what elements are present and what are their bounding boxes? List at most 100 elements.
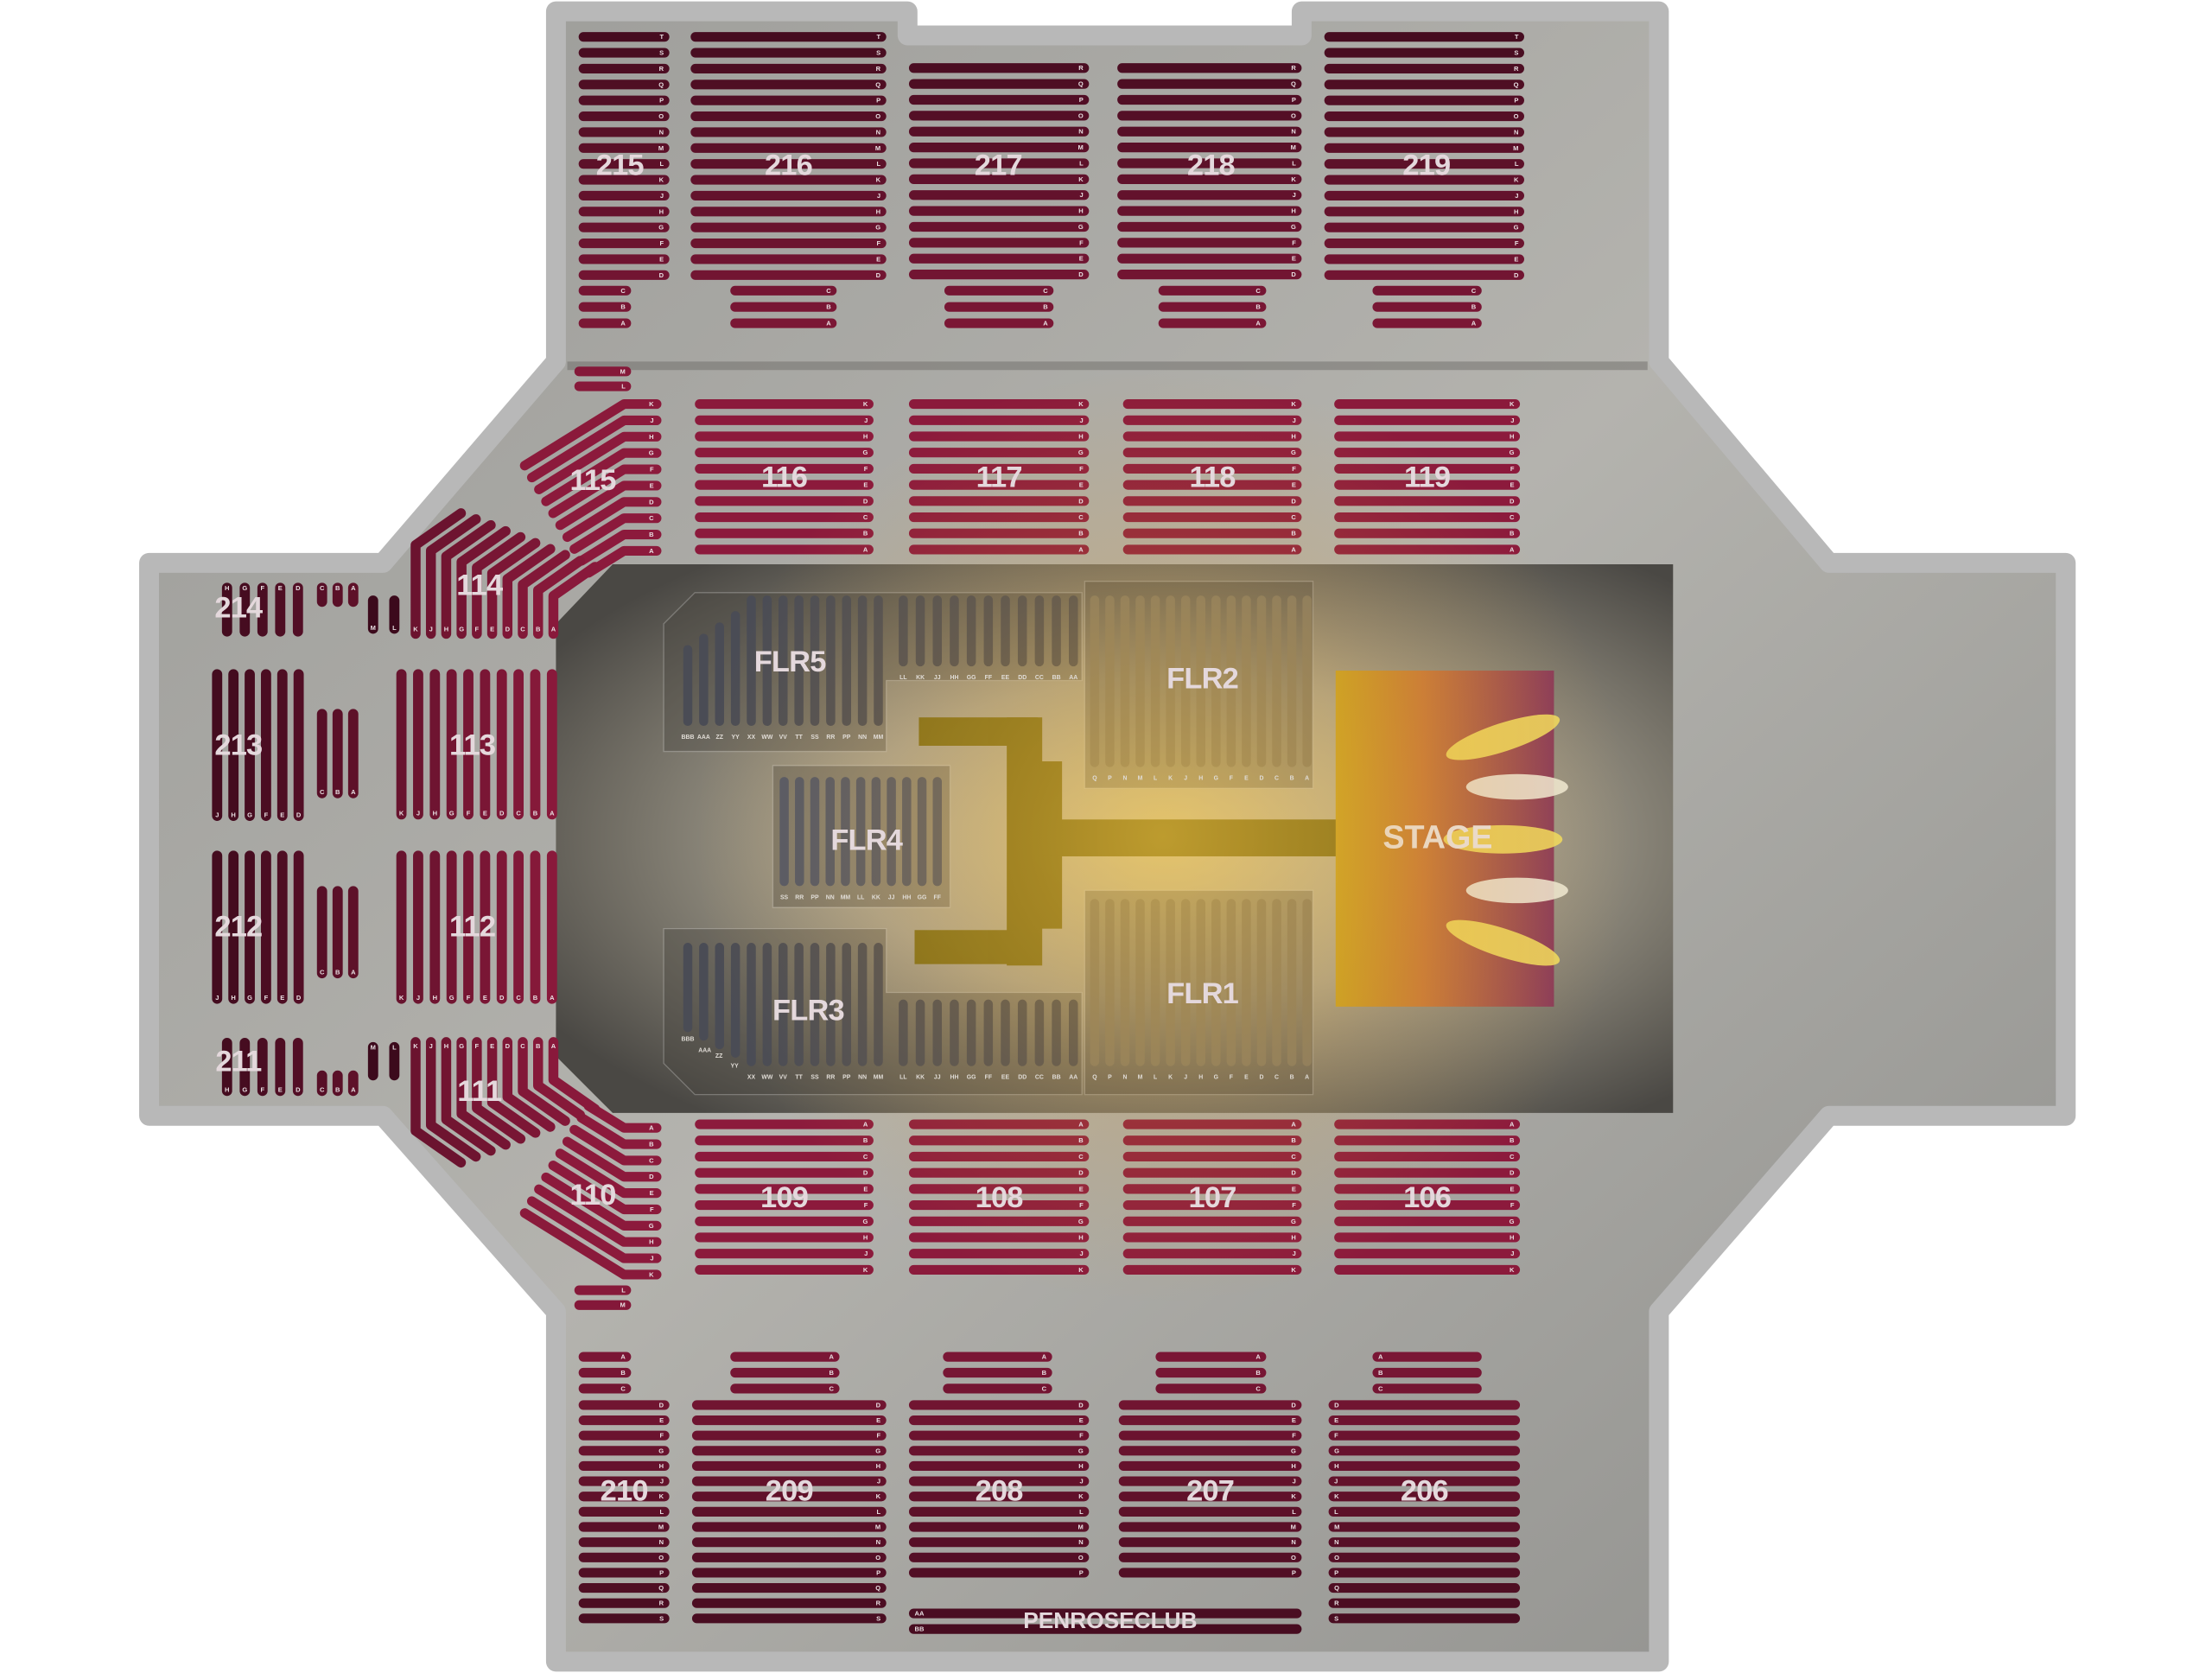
- section-206-rows-3[interactable]: [1328, 1400, 1521, 1624]
- seat-row[interactable]: [908, 1460, 1090, 1472]
- seat-row[interactable]: [513, 669, 524, 820]
- seat-row[interactable]: [429, 669, 441, 820]
- section-number[interactable]: 207: [1186, 1475, 1235, 1508]
- seat-row[interactable]: [578, 1582, 670, 1593]
- seat-row[interactable]: [1372, 1367, 1482, 1378]
- seat-row[interactable]: [413, 850, 423, 1004]
- seat-row[interactable]: [1372, 318, 1482, 328]
- seat-row[interactable]: [695, 512, 874, 523]
- section-number[interactable]: 106: [1403, 1181, 1452, 1214]
- seat-row[interactable]: [429, 850, 441, 1004]
- seat-row[interactable]: [908, 431, 1090, 442]
- seat-row[interactable]: [1324, 48, 1524, 58]
- seat-row[interactable]: [1155, 1384, 1267, 1394]
- section-number[interactable]: 109: [760, 1181, 809, 1214]
- seat-row[interactable]: [1334, 448, 1521, 458]
- section-214-rows-5[interactable]: [316, 582, 359, 607]
- floor-seat-row[interactable]: [915, 595, 925, 667]
- seat-row[interactable]: [1334, 544, 1521, 555]
- floor-seat-row[interactable]: [826, 595, 836, 727]
- seat-row[interactable]: [943, 1384, 1052, 1394]
- section-number[interactable]: 214: [214, 592, 263, 625]
- section-214-rows-0[interactable]: [221, 582, 303, 637]
- seat-row[interactable]: [546, 850, 557, 1004]
- seat-row[interactable]: [245, 850, 255, 1004]
- seat-row[interactable]: [578, 95, 670, 105]
- seat-row[interactable]: [1324, 254, 1524, 264]
- seat-row[interactable]: [695, 415, 874, 425]
- seat-row[interactable]: [690, 159, 887, 169]
- seat-row[interactable]: [1117, 174, 1302, 184]
- seat-row[interactable]: [908, 528, 1090, 538]
- seat-row[interactable]: [212, 669, 223, 821]
- seat-row[interactable]: [316, 886, 327, 979]
- seat-row[interactable]: [690, 127, 887, 137]
- seat-row[interactable]: [389, 1041, 400, 1081]
- section-number[interactable]: 119: [1404, 461, 1451, 494]
- seat-row[interactable]: [257, 582, 268, 637]
- seat-row[interactable]: [1328, 1582, 1521, 1593]
- seat-row[interactable]: [1118, 1400, 1302, 1410]
- seat-row[interactable]: [690, 222, 887, 232]
- seat-row[interactable]: [546, 669, 557, 820]
- seat-row[interactable]: [908, 158, 1090, 169]
- seat-row[interactable]: [943, 1367, 1052, 1378]
- seat-row[interactable]: [578, 1415, 670, 1426]
- section-218-rows-14[interactable]: [1158, 285, 1267, 328]
- seat-row[interactable]: [1334, 1232, 1521, 1243]
- section-number[interactable]: 211: [215, 1046, 263, 1078]
- seat-row[interactable]: [396, 669, 407, 820]
- floor-seat-row[interactable]: [983, 999, 994, 1066]
- seat-row[interactable]: [578, 143, 670, 153]
- seat-row[interactable]: [574, 366, 632, 377]
- seat-row[interactable]: [695, 1249, 874, 1259]
- seat-row[interactable]: [695, 1232, 874, 1243]
- seat-row[interactable]: [1334, 1264, 1521, 1275]
- floor-seat-row[interactable]: [902, 777, 912, 887]
- section-number[interactable]: 114: [456, 569, 504, 601]
- seat-row[interactable]: [578, 1352, 632, 1362]
- section-210-rows-3[interactable]: [578, 1400, 670, 1624]
- seat-row[interactable]: [292, 1037, 303, 1097]
- seat-row[interactable]: [578, 285, 632, 296]
- seat-row[interactable]: [1334, 1135, 1521, 1146]
- seat-row[interactable]: [1334, 1151, 1521, 1162]
- seat-row[interactable]: [908, 253, 1090, 264]
- seat-row[interactable]: [1334, 415, 1521, 425]
- seat-row[interactable]: [730, 1384, 840, 1394]
- section-211-rows-5[interactable]: [316, 1070, 359, 1097]
- floor-seat-row[interactable]: [1034, 595, 1045, 667]
- seat-row[interactable]: [574, 381, 632, 391]
- seat-row[interactable]: [695, 431, 874, 442]
- seat-row[interactable]: [690, 48, 887, 58]
- seat-row[interactable]: [1324, 159, 1524, 169]
- seat-row[interactable]: [276, 850, 288, 1004]
- section-number[interactable]: 112: [449, 911, 496, 944]
- seat-row[interactable]: [1324, 80, 1524, 90]
- seat-row[interactable]: [518, 550, 570, 639]
- seat-row[interactable]: [908, 1552, 1090, 1562]
- floor-section-label[interactable]: FLR1: [1166, 977, 1239, 1010]
- seat-row[interactable]: [730, 318, 837, 328]
- seat-row[interactable]: [276, 669, 288, 821]
- seat-row[interactable]: [1328, 1537, 1521, 1548]
- floor-seat-row[interactable]: [950, 595, 959, 667]
- seat-row[interactable]: [1324, 32, 1524, 42]
- section-number[interactable]: 108: [976, 1181, 1024, 1214]
- section-number[interactable]: 206: [1401, 1475, 1449, 1508]
- seat-row[interactable]: [1122, 1167, 1302, 1178]
- floor-seat-row[interactable]: [683, 645, 693, 727]
- seat-row[interactable]: [1117, 253, 1302, 264]
- section-207-rows-3[interactable]: [1118, 1400, 1302, 1578]
- section-114-rows[interactable]: [367, 508, 601, 639]
- floor-seat-row[interactable]: [1256, 899, 1267, 1066]
- seat-row[interactable]: [1118, 1506, 1302, 1517]
- seat-row[interactable]: [1122, 544, 1302, 555]
- seat-row[interactable]: [1328, 1400, 1521, 1410]
- seat-row[interactable]: [1328, 1552, 1521, 1562]
- seat-row[interactable]: [347, 709, 359, 798]
- section-210-rows-0[interactable]: [578, 1352, 632, 1394]
- seat-row[interactable]: [691, 1460, 887, 1472]
- floor-section-label[interactable]: FLR4: [830, 824, 903, 857]
- seat-row[interactable]: [908, 206, 1090, 216]
